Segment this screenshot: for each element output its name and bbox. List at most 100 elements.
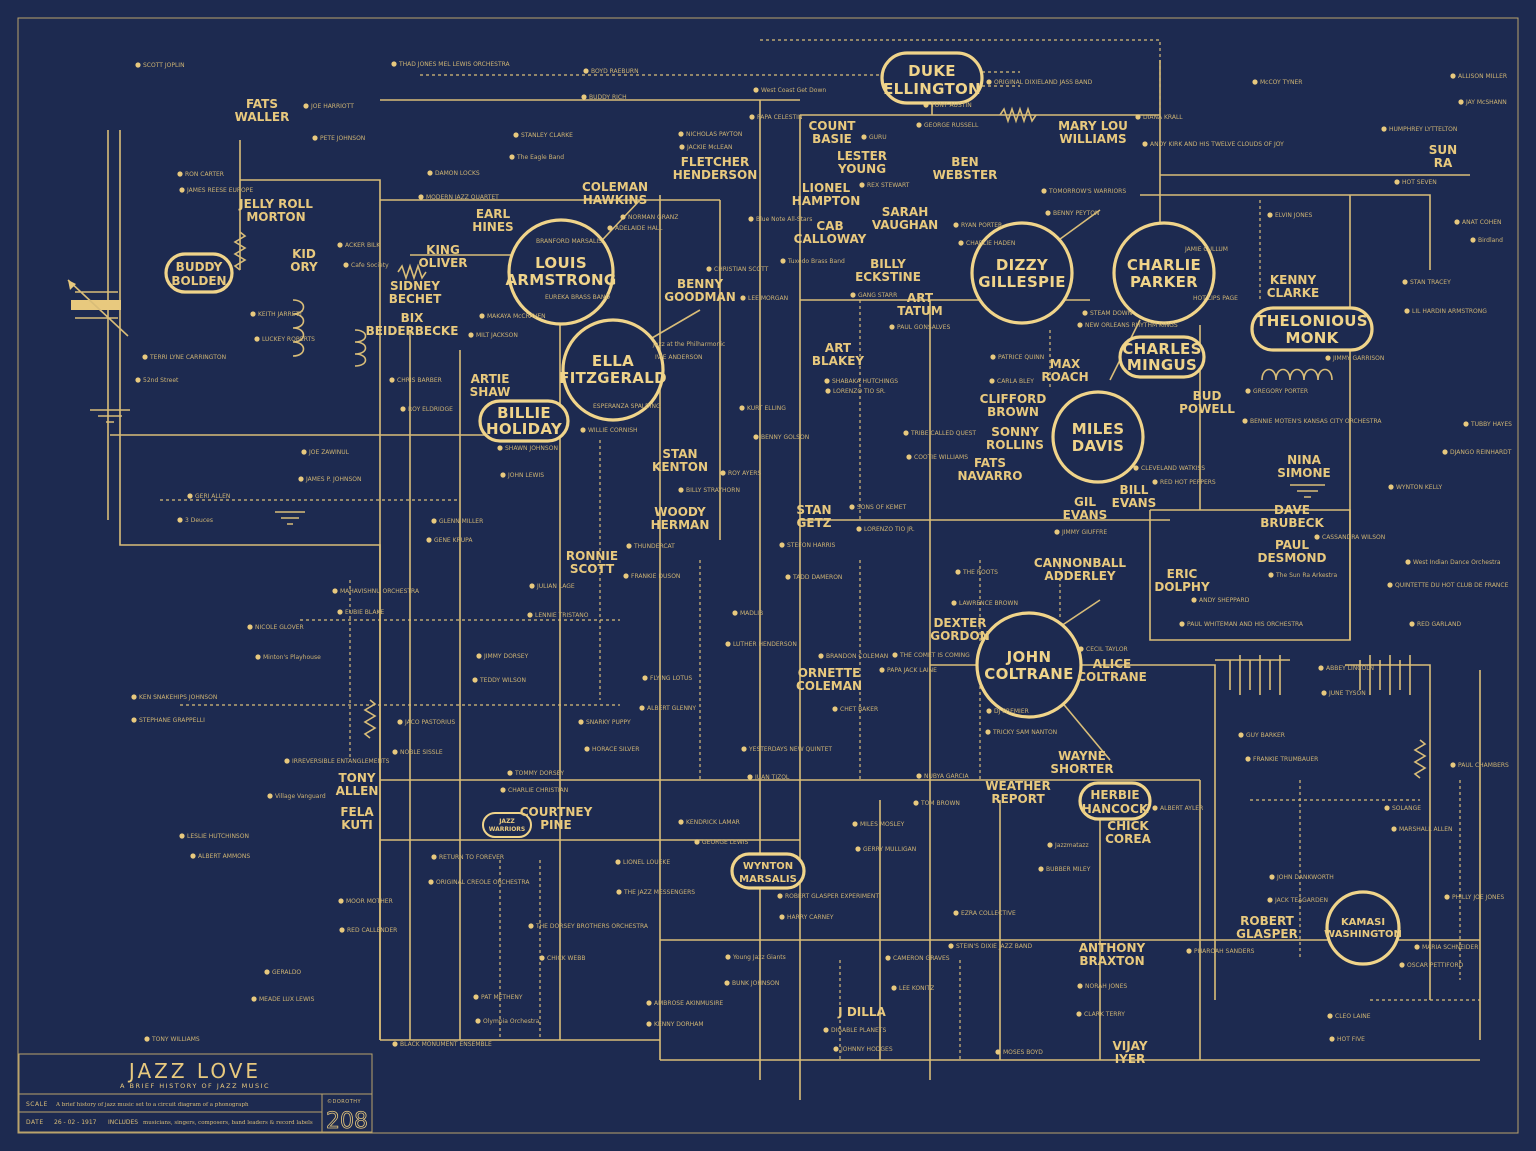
artist-minor-label[interactable]: BENNY PEYTON — [1053, 210, 1099, 217]
artist-minor-label[interactable]: ALBERT GLENNY — [647, 705, 696, 712]
artist-minor-label[interactable]: STEFON HARRIS — [787, 542, 836, 549]
artist-minor-label[interactable]: GANG STARR — [858, 292, 897, 299]
artist-minor-label[interactable]: JIMMY DORSEY — [483, 653, 529, 660]
artist-minor-label[interactable]: ANDY SHEPPARD — [1199, 597, 1250, 604]
artist-minor-label[interactable]: NORMAN GRANZ — [628, 214, 678, 221]
artist-minor-label[interactable]: MARSHALL ALLEN — [1399, 826, 1453, 833]
artist-minor-label[interactable]: RED GARLAND — [1417, 621, 1461, 628]
node-herbie-hancock[interactable]: HERBIE HANCOCK — [1078, 781, 1152, 821]
artist-minor-label[interactable]: FRANKIE TRUMBAUER — [1253, 756, 1318, 763]
artist-minor-label[interactable]: Jazzmatazz — [1054, 842, 1089, 849]
artist-minor-label[interactable]: ESPERANZA SPALDING — [593, 403, 661, 410]
artist-minor-label[interactable]: The Eagle Band — [516, 154, 564, 161]
artist-minor-label[interactable]: GURU — [869, 134, 887, 141]
artist-minor-label[interactable]: MAKAYA McCRAVEN — [487, 313, 546, 320]
artist-minor-label[interactable]: West Indian Dance Orchestra — [1413, 559, 1501, 566]
node-charlie-parker[interactable]: CHARLIE PARKER — [1112, 221, 1216, 325]
artist-minor-label[interactable]: Tuxedo Brass Band — [787, 258, 845, 265]
artist-minor-label[interactable]: PHAROAH SANDERS — [1194, 948, 1255, 955]
artist-minor-label[interactable]: CASSANDRA WILSON — [1322, 534, 1385, 541]
artist-minor-label[interactable]: KENNY DORHAM — [654, 1021, 704, 1028]
artist-minor-label[interactable]: PAPA JACK LAINE — [887, 667, 937, 674]
artist-minor-label[interactable]: FRANKIE DUSON — [631, 573, 680, 580]
artist-minor-label[interactable]: PETE JOHNSON — [320, 135, 365, 142]
artist-minor-label[interactable]: Blue Note All-Stars — [756, 216, 812, 223]
artist-minor-label[interactable]: ROY ELDRIDGE — [408, 406, 453, 413]
artist-minor-label[interactable]: LEE KONITZ — [899, 985, 934, 992]
artist-minor-label[interactable]: Birdland — [1478, 237, 1503, 244]
artist-minor-label[interactable]: West Coast Get Down — [761, 87, 826, 94]
artist-minor-label[interactable]: BUNK JOHNSON — [732, 980, 779, 987]
artist-minor-label[interactable]: TERRI LYNE CARRINGTON — [149, 354, 226, 361]
artist-minor-label[interactable]: DJANGO REINHARDT — [1450, 449, 1512, 456]
artist-minor-label[interactable]: KEN SNAKEHIPS JOHNSON — [139, 694, 217, 701]
artist-minor-label[interactable]: GLENN MILLER — [439, 518, 483, 525]
artist-minor-label[interactable]: CARLA BLEY — [997, 378, 1034, 385]
artist-minor-label[interactable]: MODERN JAZZ QUARTET — [426, 194, 499, 201]
artist-minor-label[interactable]: GEORGE LEWIS — [702, 839, 749, 846]
artist-minor-label[interactable]: MADLIB — [740, 610, 763, 617]
artist-minor-label[interactable]: THUNDERCAT — [633, 543, 675, 550]
artist-minor-label[interactable]: DIGABLE PLANETS — [831, 1027, 886, 1034]
artist-minor-label[interactable]: JAMIE CULLUM — [1184, 246, 1228, 253]
node-louis-armstrong[interactable]: LOUIS ARMSTRONG — [506, 218, 617, 326]
artist-minor-label[interactable]: CLARK TERRY — [1084, 1011, 1125, 1018]
artist-minor-label[interactable]: JULIAN LAGE — [536, 583, 575, 590]
artist-minor-label[interactable]: ALLISON MILLER — [1458, 73, 1507, 80]
artist-minor-label[interactable]: ADELAIDE HALL — [615, 225, 663, 232]
artist-minor-label[interactable]: KURT ELLING — [747, 405, 786, 412]
artist-minor-label[interactable]: JAMES REESE EUROPE — [186, 187, 253, 194]
artist-minor-label[interactable]: CHRIS BARBER — [397, 377, 442, 384]
artist-minor-label[interactable]: FLYING LOTUS — [650, 675, 692, 682]
artist-minor-label[interactable]: HUMPHREY LYTTELTON — [1389, 126, 1457, 133]
artist-minor-label[interactable]: REX STEWART — [867, 182, 910, 189]
artist-minor-label[interactable]: JUNE TYSON — [1328, 690, 1366, 697]
artist-minor-label[interactable]: NOBLE SISSLE — [400, 749, 443, 756]
artist-minor-label[interactable]: LORENZO TIO JR. — [864, 526, 915, 533]
artist-minor-label[interactable]: THE DORSEY BROTHERS ORCHESTRA — [535, 923, 649, 930]
artist-minor-label[interactable]: GERI ALLEN — [195, 493, 230, 500]
artist-minor-label[interactable]: LESLIE HUTCHINSON — [187, 833, 249, 840]
artist-minor-label[interactable]: ALBERT AMMONS — [198, 853, 250, 860]
artist-minor-label[interactable]: SHAWN JOHNSON — [505, 445, 558, 452]
artist-minor-label[interactable]: THAD JONES MEL LEWIS ORCHESTRA — [398, 61, 511, 68]
artist-minor-label[interactable]: PAUL GONSALVES — [897, 324, 950, 331]
artist-minor-label[interactable]: 52nd Street — [143, 377, 179, 384]
artist-minor-label[interactable]: CHICK WEBB — [547, 955, 585, 962]
artist-minor-label[interactable]: KEITH JARRETT — [258, 311, 303, 318]
artist-minor-label[interactable]: Jazz at the Philharmonic — [652, 341, 725, 348]
node-john-coltrane[interactable]: JOHN COLTRANE — [975, 611, 1083, 719]
artist-minor-label[interactable]: EZRA COLLECTIVE — [961, 910, 1016, 917]
artist-minor-label[interactable]: LENNIE TRISTANO — [535, 612, 589, 619]
artist-minor-label[interactable]: WILLIE CORNISH — [588, 427, 638, 434]
artist-minor-label[interactable]: STEAM DOWN — [1090, 310, 1132, 317]
artist-minor-label[interactable]: EUBIE BLAKE — [345, 609, 384, 616]
artist-minor-label[interactable]: MOSES BOYD — [1003, 1049, 1043, 1056]
artist-minor-label[interactable]: TONY WILLIAMS — [151, 1036, 200, 1043]
artist-minor-label[interactable]: RETURN TO FOREVER — [439, 854, 504, 861]
artist-minor-label[interactable]: BUDDY RICH — [589, 94, 627, 101]
artist-minor-label[interactable]: THE COMET IS COMING — [899, 652, 970, 659]
